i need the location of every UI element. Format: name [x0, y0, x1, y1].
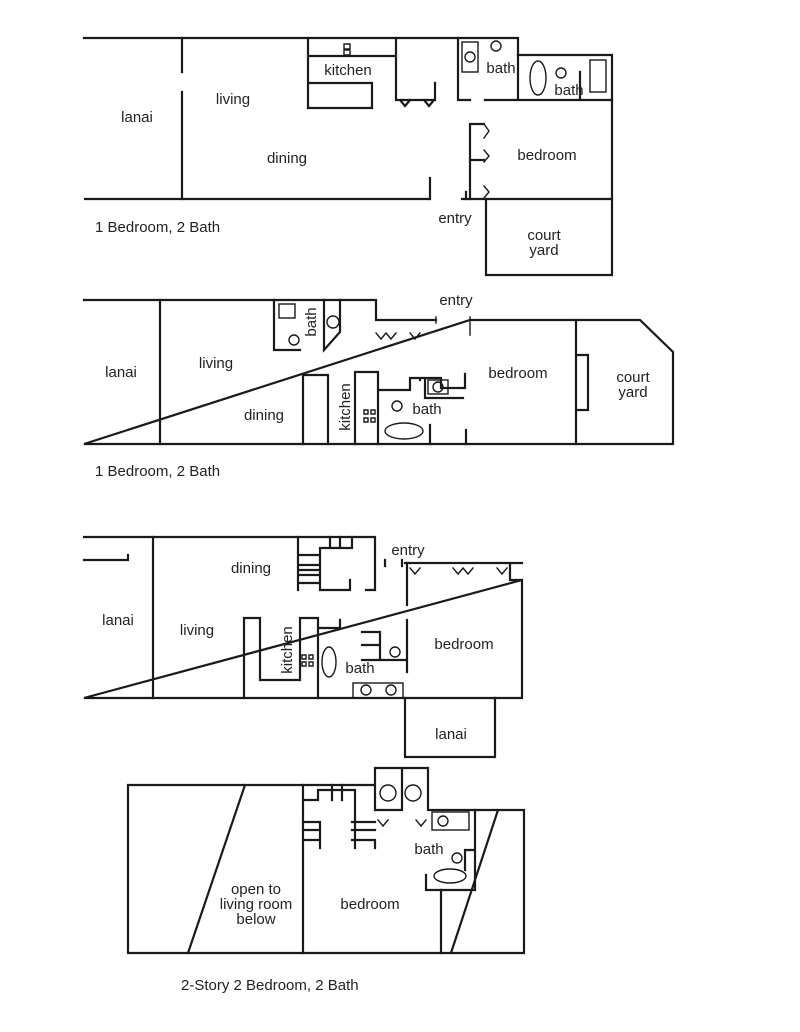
room-label-bath: bath: [486, 60, 515, 77]
room-label-court: court: [616, 369, 650, 386]
room-label-court: court: [527, 227, 561, 244]
room-label-bedroom: bedroom: [434, 636, 493, 653]
room-label-lanai: lanai: [105, 364, 137, 381]
room-label-bedroom: bedroom: [488, 365, 547, 382]
room-label-bath: bath: [412, 401, 441, 418]
plan-caption: 1 Bedroom, 2 Bath: [95, 219, 220, 236]
room-label-living: living: [199, 355, 233, 372]
room-label-kitchen: kitchen: [324, 62, 372, 79]
room-label-living: living: [180, 622, 214, 639]
room-label-dining: dining: [267, 150, 307, 167]
floor-plan-4: open to living room below bedroom bath 2…: [126, 766, 526, 994]
plan-caption: 1 Bedroom, 2 Bath: [95, 463, 220, 480]
floor-plan-3: dining entry lanai living kitchen bath b…: [82, 535, 524, 759]
room-label-lanai: lanai: [435, 726, 467, 743]
room-label-dining: dining: [244, 407, 284, 424]
room-label-bath: bath: [414, 841, 443, 858]
room-label-entry: entry: [438, 210, 472, 227]
room-label-entry: entry: [439, 292, 473, 309]
room-label-lanai: lanai: [102, 612, 134, 629]
room-label-lanai: lanai: [121, 109, 153, 126]
plan-caption: 2-Story 2 Bedroom, 2 Bath: [181, 977, 359, 994]
room-label-yard: yard: [618, 384, 647, 401]
room-label-bedroom: bedroom: [340, 896, 399, 913]
room-label-kitchen: kitchen: [279, 626, 296, 674]
room-label-bath: bath: [554, 82, 583, 99]
floor-plan-2: lanai living dining bath kitchen bath be…: [82, 292, 675, 480]
room-label-living: living: [216, 91, 250, 108]
room-label-bath: bath: [303, 307, 320, 336]
room-label-living-room: living room: [220, 896, 293, 913]
room-label-bath: bath: [345, 660, 374, 677]
room-label-entry: entry: [391, 542, 425, 559]
room-label-below: below: [236, 911, 275, 928]
room-label-yard: yard: [529, 242, 558, 259]
room-label-open-to: open to: [231, 881, 281, 898]
room-label-kitchen: kitchen: [337, 383, 354, 431]
room-label-bedroom: bedroom: [517, 147, 576, 164]
room-label-dining: dining: [231, 560, 271, 577]
floor-plan-1: lanai living dining kitchen bath bath be…: [82, 36, 614, 277]
